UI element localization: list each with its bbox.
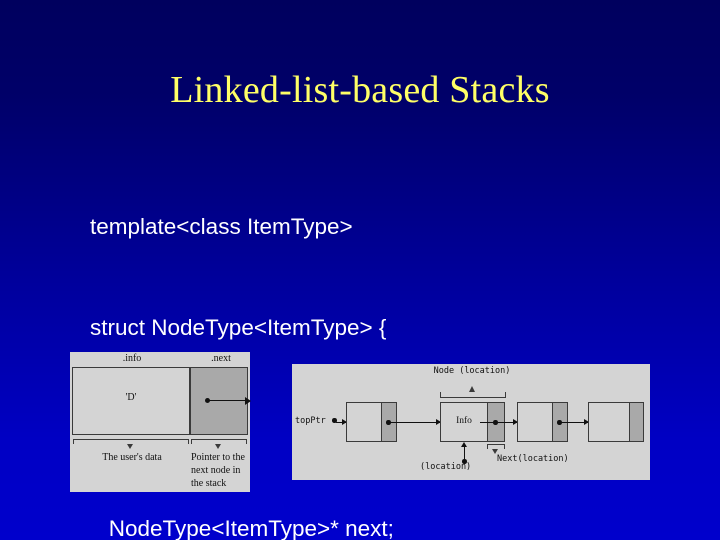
info-dot-icon — [462, 459, 467, 464]
node-info-field-header: .info — [122, 353, 142, 364]
list-node-label: Node (location) — [433, 366, 511, 376]
brace-next-field-tick-icon — [492, 449, 498, 454]
node-next-field-header: .next — [211, 353, 231, 364]
list-connector-arrow-icon — [386, 417, 441, 426]
figure-node-anatomy: .info .next 'D' The user's data Pointer … — [70, 352, 251, 492]
list-node-info-cell — [517, 402, 553, 442]
list-next-label: Next(location) — [497, 454, 569, 464]
info-arrowhead-icon — [461, 442, 467, 447]
brace-node-tick-icon — [469, 386, 475, 392]
list-info-location-label: (location) — [420, 462, 472, 472]
brace-node-icon — [440, 392, 506, 398]
list-connector-arrow-icon — [336, 417, 347, 426]
list-node-info-label: Info — [456, 416, 472, 426]
pointer-arrowhead-icon — [245, 396, 251, 405]
list-node-info-cell — [346, 402, 382, 442]
null-pointer-slash-icon — [626, 401, 648, 443]
list-connector-arrow-icon — [558, 417, 589, 426]
brace-next-field-icon — [487, 444, 505, 449]
info-arrow-icon — [464, 446, 466, 460]
brace-info-tick-icon — [127, 444, 133, 449]
code-line: template<class ItemType> — [90, 214, 353, 239]
figure-linked-list: Node (location) topPtr Info — [292, 364, 650, 480]
list-topptr-label: topPtr — [295, 416, 326, 426]
node-next-caption: Pointer to the next node in the stack — [191, 452, 245, 489]
brace-next-icon — [191, 439, 247, 444]
node-info-caption: The user's data — [102, 452, 162, 463]
topptr-dot-icon — [332, 418, 337, 423]
list-connector-arrow-icon — [480, 417, 518, 426]
code-line: struct NodeType<ItemType> { — [90, 314, 387, 340]
pointer-arrow-icon — [209, 400, 249, 402]
list-node-info-cell — [588, 402, 630, 442]
pointer-dot-icon — [205, 398, 210, 403]
node-info-value: 'D' — [125, 392, 137, 403]
brace-info-icon — [73, 439, 189, 444]
brace-next-tick-icon — [215, 444, 221, 449]
list-node-tail — [588, 402, 644, 442]
list-node — [517, 402, 568, 442]
page-title: Linked-list-based Stacks — [170, 69, 550, 111]
code-line: NodeType<ItemType>* next; — [90, 515, 394, 540]
node-info-cell — [72, 367, 190, 435]
